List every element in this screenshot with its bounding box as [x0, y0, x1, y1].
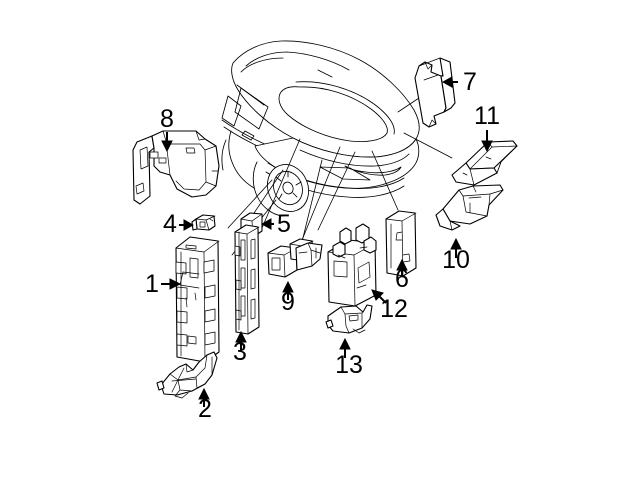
- part-3-module-strip-narrow: [234, 224, 260, 335]
- callout-3: 3: [233, 330, 247, 366]
- callout-11-number: 11: [474, 102, 500, 130]
- part-1-control-module-large: [175, 236, 220, 363]
- callout-12: 12: [371, 289, 408, 323]
- callout-11: 11: [474, 102, 500, 153]
- callout-7-number: 7: [463, 68, 477, 96]
- callout-13-number: 13: [335, 351, 363, 379]
- callout-13: 13: [335, 337, 363, 379]
- part-12-relay-box-large: [327, 223, 377, 307]
- callout-8: 8: [160, 105, 174, 153]
- part-2-bracket-lower-left: [156, 351, 218, 399]
- callout-5: 5: [260, 210, 291, 238]
- part-9-relay-assembly: [267, 238, 323, 278]
- callout-9: 9: [281, 280, 295, 316]
- callout-8-number: 8: [160, 105, 174, 133]
- vehicle-outline: [221, 40, 420, 217]
- callout-2: 2: [198, 387, 212, 423]
- callout-1: 1: [145, 270, 182, 298]
- part-10-tray-channel-bracket: [435, 184, 504, 231]
- callout-7: 7: [441, 68, 477, 96]
- callout-12-number: 12: [380, 295, 408, 323]
- part-4-connector-small: [191, 214, 216, 231]
- callout-9-number: 9: [281, 288, 295, 316]
- callout-3-number: 3: [233, 338, 247, 366]
- callout-4-number: 4: [163, 210, 177, 238]
- callout-1-number: 1: [145, 270, 159, 298]
- callout-5-number: 5: [277, 210, 291, 238]
- callout-10: 10: [442, 237, 470, 274]
- part-13-bracket-small-lower: [325, 304, 373, 334]
- callout-2-number: 2: [198, 395, 212, 423]
- part-11-cover-plate-flat: [451, 140, 518, 186]
- callout-6: 6: [395, 258, 409, 293]
- callout-4: 4: [163, 210, 195, 238]
- callout-6-number: 6: [395, 265, 409, 293]
- part-7-module-tabbed-upper: [414, 57, 456, 128]
- part-8-bracket-upper-left: [132, 130, 220, 205]
